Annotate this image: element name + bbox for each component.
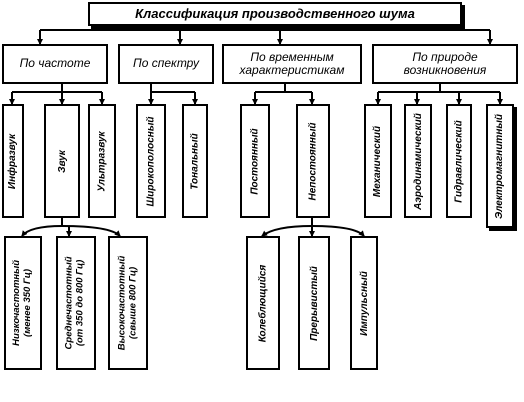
category-frequency: По частоте [2, 44, 108, 84]
node-hydraulic: Гидравлический [446, 104, 472, 218]
node-mechanical: Механический [364, 104, 392, 218]
node-electromagnetic: Электромагнитный [486, 104, 514, 228]
node-impulse: Импульсный [350, 236, 378, 370]
category-spectrum: По спектру [118, 44, 214, 84]
node-oscillating: Колеблющийся [246, 236, 280, 370]
node-infrasound: Инфразвук [2, 104, 24, 218]
node-constant: Постоянный [240, 104, 270, 218]
category-time: По временным характеристикам [222, 44, 362, 84]
node-aerodynamic: Аэродинамический [404, 104, 432, 218]
node-low-frequency: Низкочастотный (менее 350 Гц) [4, 236, 42, 370]
node-mid-frequency: Среднечастотный (от 350 до 800 Гц) [56, 236, 96, 370]
node-ultrasound: Ультразвук [88, 104, 116, 218]
diagram-title: Классификация производственного шума [88, 2, 462, 26]
node-broadband: Широкополосный [136, 104, 166, 218]
node-nonconstant: Непостоянный [296, 104, 330, 218]
node-sound: Звук [44, 104, 80, 218]
node-tonal: Тональный [182, 104, 208, 218]
category-origin: По природе возникновения [372, 44, 518, 84]
node-intermittent: Прерывистый [298, 236, 330, 370]
node-high-frequency: Высокочастотный (свыше 800 Гц) [108, 236, 148, 370]
